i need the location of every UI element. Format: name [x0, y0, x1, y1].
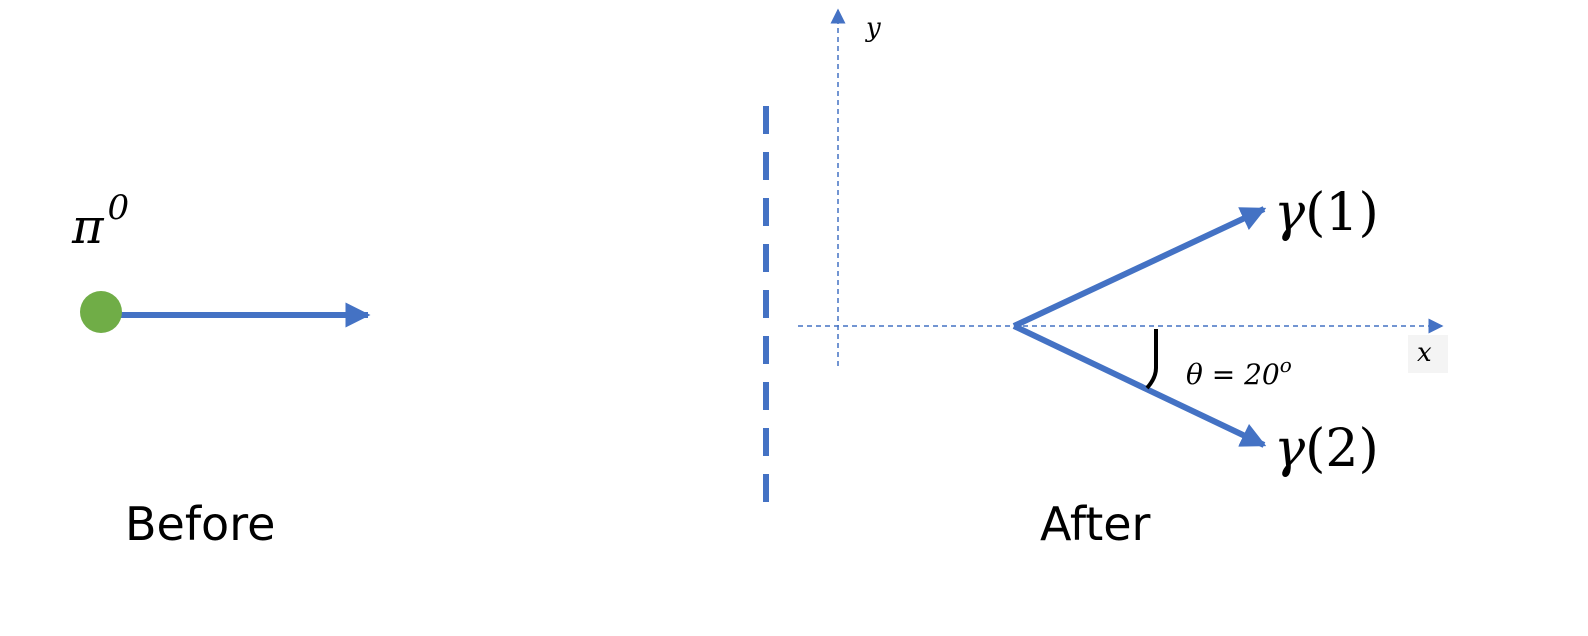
photon1-index: (1) — [1305, 183, 1379, 243]
x-axis-label: x — [1417, 338, 1432, 368]
y-axis-label: y — [865, 13, 881, 43]
pion-superscript: 0 — [108, 188, 130, 228]
x-axis-label-box — [1408, 335, 1448, 373]
photon2-index: (2) — [1305, 419, 1379, 479]
angle-label: θ = 20o — [1186, 353, 1292, 391]
angle-bracket — [1145, 329, 1158, 390]
after-panel: y x θ = 20o γ(1) γ(2) After — [798, 8, 1448, 551]
pion-particle — [80, 291, 122, 333]
after-caption: After — [1040, 497, 1151, 551]
photon1-label: γ(1) — [1274, 183, 1379, 243]
pion-symbol: π — [71, 199, 105, 255]
photon2-symbol: γ — [1274, 419, 1306, 479]
before-caption: Before — [125, 497, 275, 551]
photon2-arrow — [1012, 323, 1267, 448]
angle-degree: o — [1280, 353, 1292, 377]
photon1-symbol: γ — [1274, 183, 1306, 243]
angle-value: θ = 20 — [1186, 358, 1280, 391]
photon1-arrow — [1012, 206, 1267, 329]
photon2-label: γ(2) — [1274, 419, 1379, 479]
